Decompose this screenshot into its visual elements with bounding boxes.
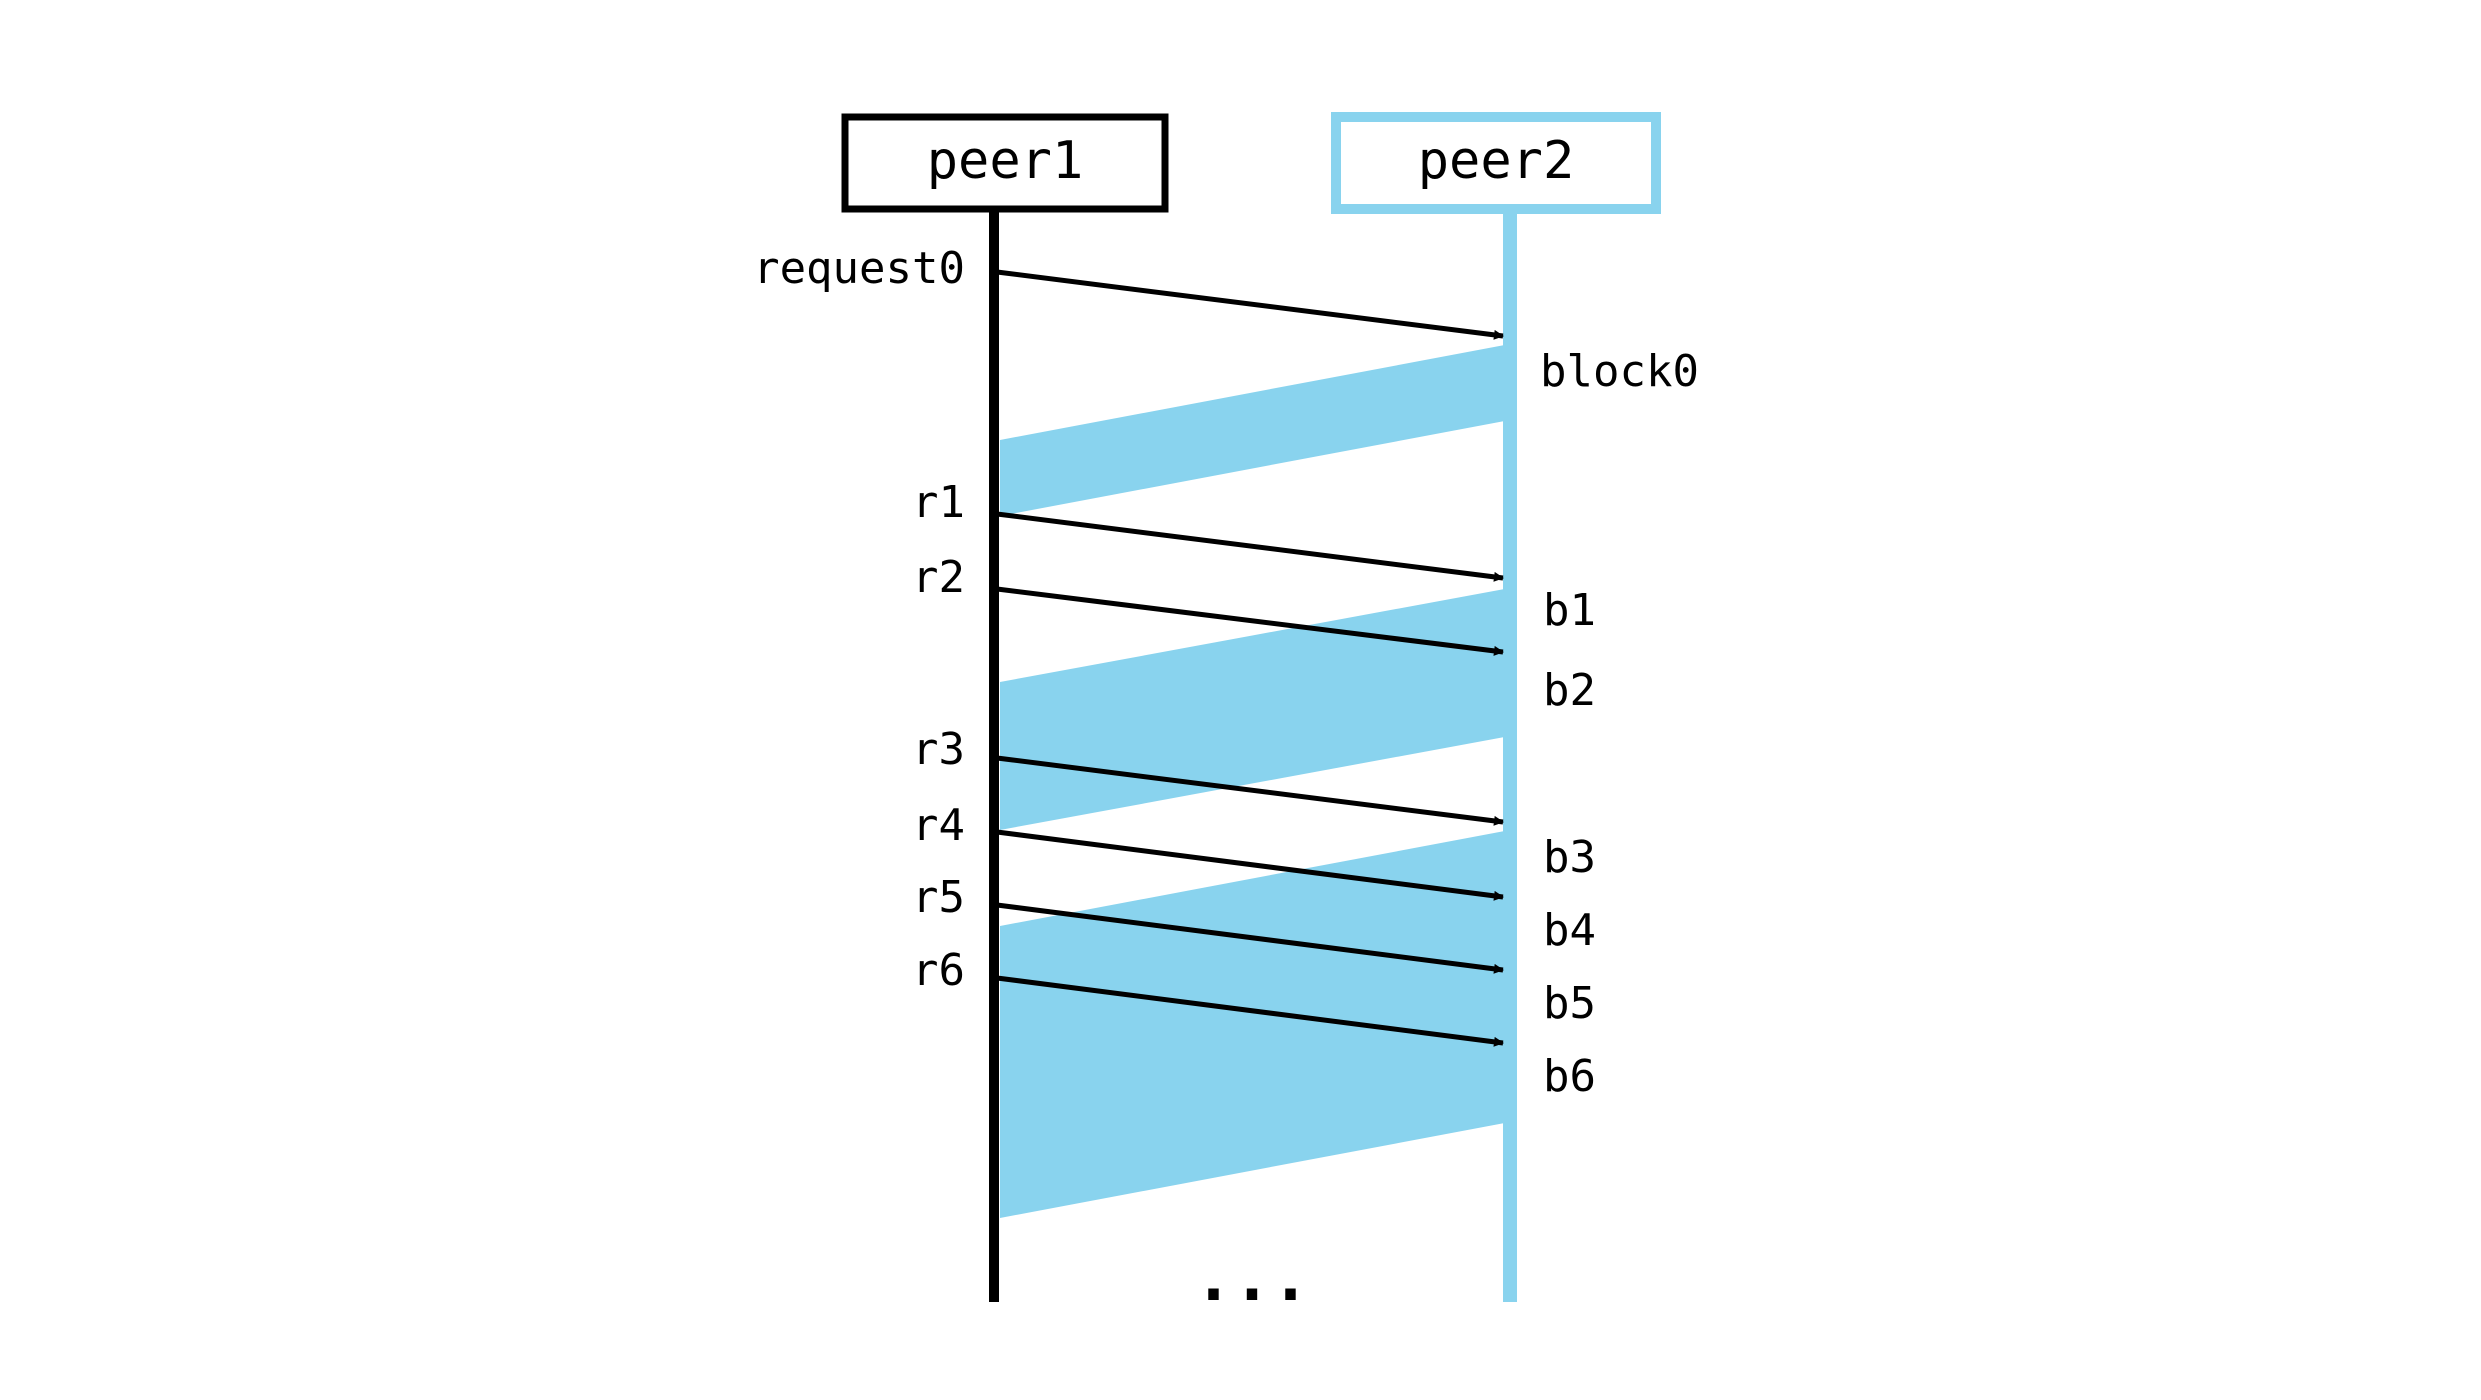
request-arrow-1 (996, 511, 1504, 582)
block-band-3-6 (1000, 830, 1510, 1218)
request-labels: request0 r1 r2 r3 r4 r5 r6 (753, 243, 965, 996)
peer1-header: peer1 (841, 113, 1169, 213)
request-label-4: r4 (912, 800, 965, 851)
block-band-0 (1000, 344, 1510, 516)
request-label-5: r5 (912, 872, 965, 923)
request-arrow-4 (996, 829, 1504, 901)
continuation-ellipsis: ... (1194, 1242, 1310, 1316)
request-label-1: r1 (912, 477, 965, 528)
block-label-6: b6 (1543, 1051, 1596, 1102)
peer2-label: peer2 (1418, 131, 1575, 191)
block-label-1: b1 (1543, 585, 1596, 636)
peer2-box (1331, 112, 1661, 214)
block-labels: block0 b1 b2 b3 b4 b5 b6 (1540, 346, 1699, 1102)
block-label-5: b5 (1543, 978, 1596, 1029)
peer1-label: peer1 (927, 131, 1084, 191)
request-arrows (996, 269, 1504, 1047)
request-arrow-6 (996, 975, 1504, 1047)
block-label-3: b3 (1543, 832, 1596, 883)
request-label-2: r2 (912, 552, 965, 603)
peer2-header: peer2 (1331, 112, 1661, 214)
request-arrow-5 (996, 902, 1504, 974)
peer1-box (841, 113, 1169, 213)
request-label-0: request0 (753, 243, 965, 294)
request-label-6: r6 (912, 945, 965, 996)
block-label-4: b4 (1543, 905, 1596, 956)
block-band-1-2 (1000, 588, 1510, 830)
request-arrow-3 (996, 755, 1504, 826)
request-arrow-2 (996, 586, 1504, 656)
block-label-0: block0 (1540, 346, 1699, 397)
block-label-2: b2 (1543, 665, 1596, 716)
block-bands (1000, 344, 1510, 1218)
request-label-3: r3 (912, 724, 965, 775)
request-arrow-0 (996, 269, 1504, 340)
